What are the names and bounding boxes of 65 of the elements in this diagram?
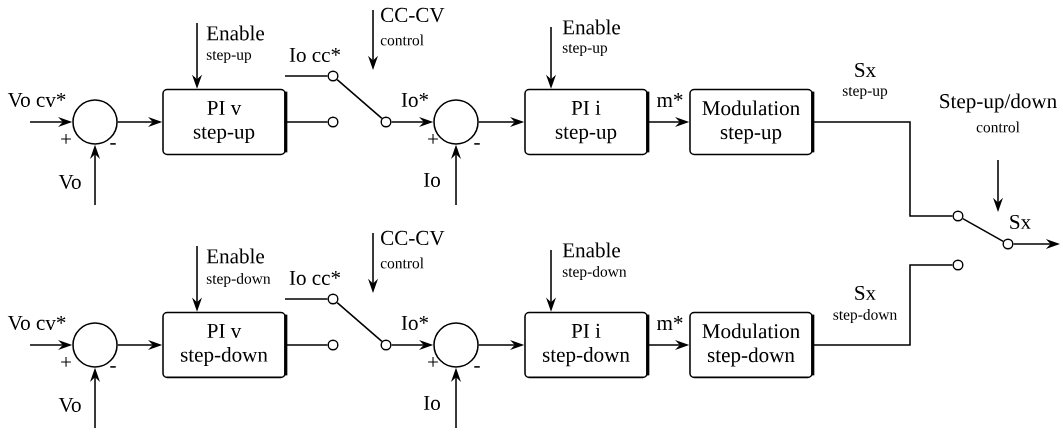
signal-label: Enable: [562, 242, 620, 258]
sign-label: -: [110, 366, 116, 368]
summing-junction: [72, 322, 118, 368]
sign-label: +: [428, 357, 438, 367]
process-box: Modulation step-down: [689, 311, 815, 379]
connector-line: [336, 301, 383, 343]
switch-contact: [327, 116, 339, 128]
switch-contact: [952, 210, 964, 222]
sign-label: -: [110, 143, 116, 145]
connector-line: [284, 298, 329, 300]
process-box: PI v step-down: [162, 311, 288, 379]
switch-contact: [327, 293, 339, 305]
switch-contact: [952, 259, 964, 271]
process-box: PI v step-up: [162, 88, 288, 156]
switch-contact: [380, 116, 392, 128]
connector-line: [812, 121, 954, 217]
signal-label: step-down: [206, 273, 271, 287]
edge-label: Io cc*: [287, 269, 343, 287]
edge-label: Vo cv*: [6, 314, 68, 332]
switch-contact: [380, 339, 392, 351]
process-box: Modulation step-up: [689, 88, 815, 156]
signal-label: step-up: [206, 51, 252, 63]
sign-label: -: [474, 366, 480, 368]
signal-label: Enable: [206, 248, 265, 264]
edge-label: Io: [421, 394, 443, 412]
edge-label: m*: [655, 91, 685, 109]
signal-label: Step-up/down: [940, 93, 1057, 113]
signal-label: Sx: [855, 285, 876, 301]
edge-label: Vo cv*: [6, 91, 68, 109]
edge-label: Io*: [399, 314, 431, 332]
sign-label: -: [474, 143, 480, 145]
signal-label: control: [976, 121, 1020, 133]
switch-contact: [1002, 238, 1014, 250]
signal-label: step-down: [562, 266, 627, 280]
signal-label: control: [380, 257, 424, 269]
connector-line: [285, 121, 329, 123]
process-box: PI i step-up: [524, 88, 650, 156]
connector-line: [284, 75, 329, 77]
switch-contact: [327, 339, 339, 351]
process-box: PI i step-down: [524, 311, 650, 379]
edge-label: Vo: [57, 173, 83, 191]
signal-label: Enable: [562, 19, 620, 35]
sign-label: +: [61, 357, 71, 367]
edge-label: Sx: [1007, 213, 1033, 231]
summing-junction: [72, 99, 118, 145]
signal-label: CC-CV: [381, 230, 445, 246]
signal-label: step-up: [562, 44, 608, 56]
signal-label: Enable: [206, 25, 265, 41]
switch-contact: [327, 70, 339, 82]
connector-line: [962, 217, 1004, 243]
connector-line: [285, 344, 329, 346]
signal-label: step-up: [842, 87, 888, 99]
connector-line: [812, 264, 954, 346]
edge-label: m*: [655, 314, 685, 332]
edge-label: Vo: [57, 396, 83, 414]
signal-label: step-down: [833, 309, 897, 323]
edge-label: Io*: [399, 91, 431, 109]
edge-label: Io: [421, 171, 443, 189]
signal-label: control: [380, 34, 424, 46]
edge-label: Io cc*: [287, 46, 343, 64]
signal-label: CC-CV: [381, 7, 445, 23]
signal-label: Sx: [855, 62, 876, 78]
connector-line: [336, 78, 383, 120]
sign-label: +: [428, 134, 438, 144]
sign-label: +: [61, 134, 71, 144]
